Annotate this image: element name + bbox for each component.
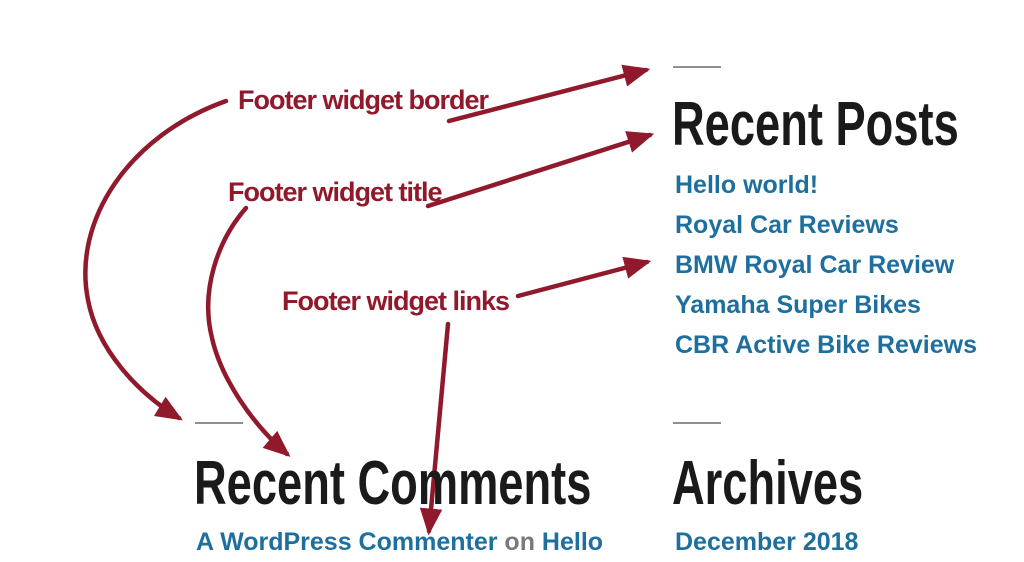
recent-post-link-cbr-active-bike-reviews[interactable]: CBR Active Bike Reviews: [675, 331, 977, 359]
annotation-label-footer-widget-title: Footer widget title: [228, 177, 442, 207]
arrow-title-label-to-posts-title: [425, 131, 655, 209]
arrow-border-label-to-comments-border: [83, 98, 229, 421]
recent-posts-list: Hello world! Royal Car Reviews BMW Royal…: [675, 165, 977, 365]
annotation-label-footer-widget-links: Footer widget links: [282, 286, 510, 316]
list-item: BMW Royal Car Review: [675, 245, 977, 285]
recent-post-link-hello-world[interactable]: Hello world!: [675, 171, 819, 199]
archive-month-link[interactable]: December 2018: [675, 528, 859, 556]
recent-post-link-bmw-royal-car-review[interactable]: BMW Royal Car Review: [675, 251, 955, 279]
list-item: Yamaha Super Bikes: [675, 285, 977, 325]
recent-comments-widget-title: Recent Comments: [194, 449, 592, 518]
comment-author-link[interactable]: A WordPress Commenter: [196, 528, 498, 556]
list-item: Hello world!: [675, 165, 977, 205]
arrow-links-label-to-post-links: [515, 256, 652, 299]
recent-post-link-royal-car-reviews[interactable]: Royal Car Reviews: [675, 211, 899, 239]
recent-comments-widget-border: [195, 422, 243, 424]
recent-comment-entry: A WordPress Commenter on Hello: [196, 527, 603, 557]
list-item: Royal Car Reviews: [675, 205, 977, 245]
comment-post-link[interactable]: Hello: [541, 528, 604, 556]
archives-widget-border: [673, 422, 721, 424]
recent-posts-widget-border: [673, 66, 721, 68]
arrow-title-label-to-comments-title: [205, 205, 291, 457]
recent-posts-widget-title: Recent Posts: [672, 90, 959, 159]
archives-entry: December 2018: [675, 527, 858, 557]
comment-connector-text: on: [504, 528, 535, 556]
annotation-label-footer-widget-border: Footer widget border: [238, 85, 489, 115]
recent-post-link-yamaha-super-bikes[interactable]: Yamaha Super Bikes: [675, 291, 921, 319]
archives-widget-title: Archives: [672, 449, 864, 518]
list-item: CBR Active Bike Reviews: [675, 325, 977, 365]
